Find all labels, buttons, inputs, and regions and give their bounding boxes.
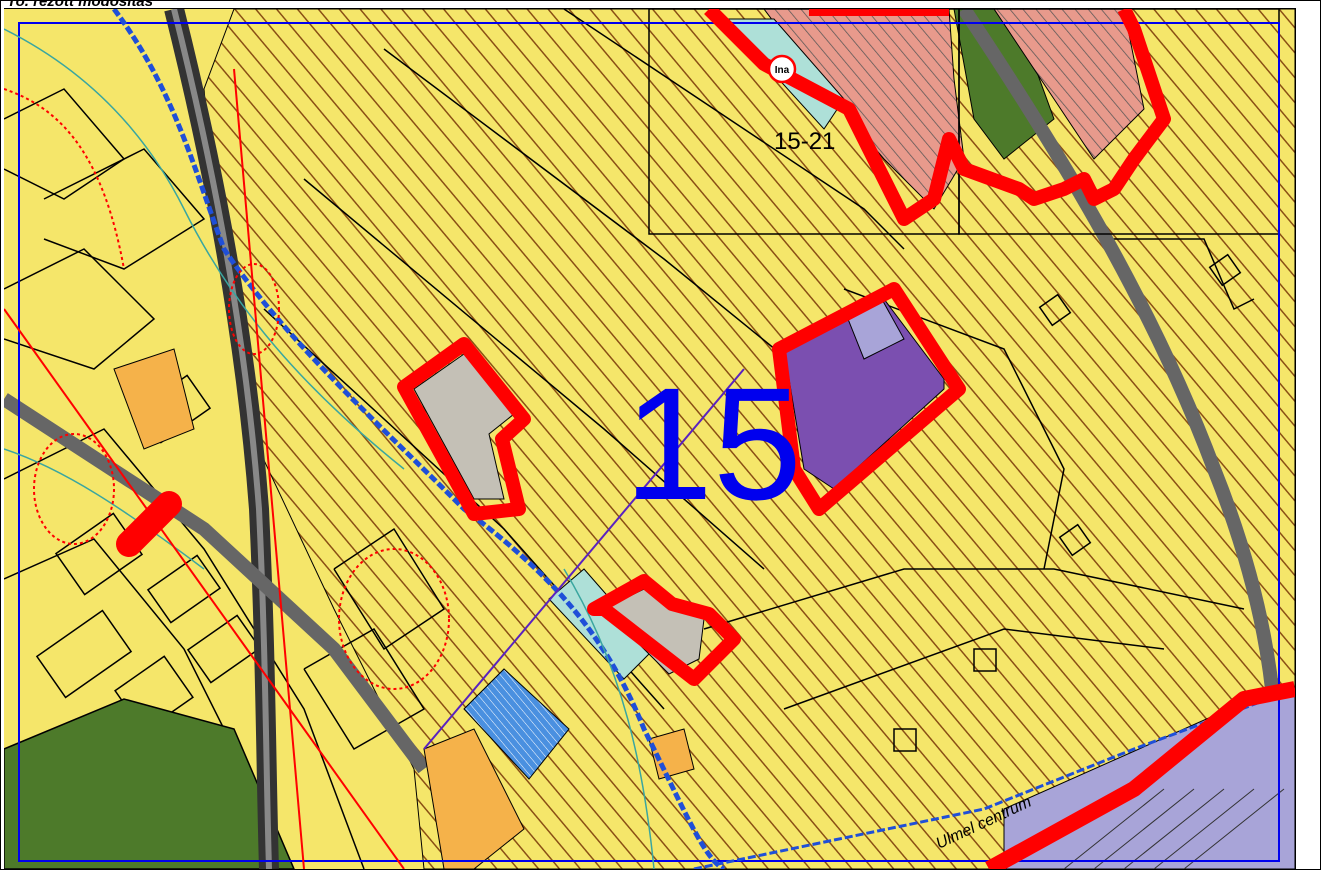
modification-outline-public-building [772,282,966,516]
orange-parcel-bottom[interactable] [423,728,525,869]
map-viewport[interactable]: Ina 15-21 15 Ulmel centrum [4,8,1296,869]
modification-outline-bottom-right[interactable] [985,681,1295,869]
road-diagonal [4,393,430,774]
lilac-zone-stripes [1063,788,1285,869]
road-right [958,9,1281,710]
ina-label: Ina [775,65,790,76]
modification-outline-small-left[interactable] [116,491,182,557]
ina-station-marker[interactable]: Ina [767,54,797,84]
blue-parcel[interactable] [463,668,570,780]
blue-dashed-boundary [111,9,726,869]
planning-lines [4,68,450,869]
modification-outline-grey-parcel [397,337,531,521]
pink-zone-top-right[interactable] [993,9,1145,160]
orange-parcel-left[interactable] [113,348,195,450]
linear-feature [423,368,745,750]
railway-line-inner [171,9,272,869]
parcel-grid-left [4,88,446,869]
map-header-label: To. rezott modosítas [7,0,154,10]
modification-outlines[interactable] [397,9,1171,686]
zone-number-label: 15 [624,354,802,533]
modification-outline-top-block [704,9,1171,226]
municipal-boundary [18,22,1280,862]
modification-outline-lower-parcel [587,574,741,686]
block-label: 15-21 [774,128,835,155]
zoning-map[interactable]: Ina 15-21 15 Ulmel centrum [4,9,1295,869]
